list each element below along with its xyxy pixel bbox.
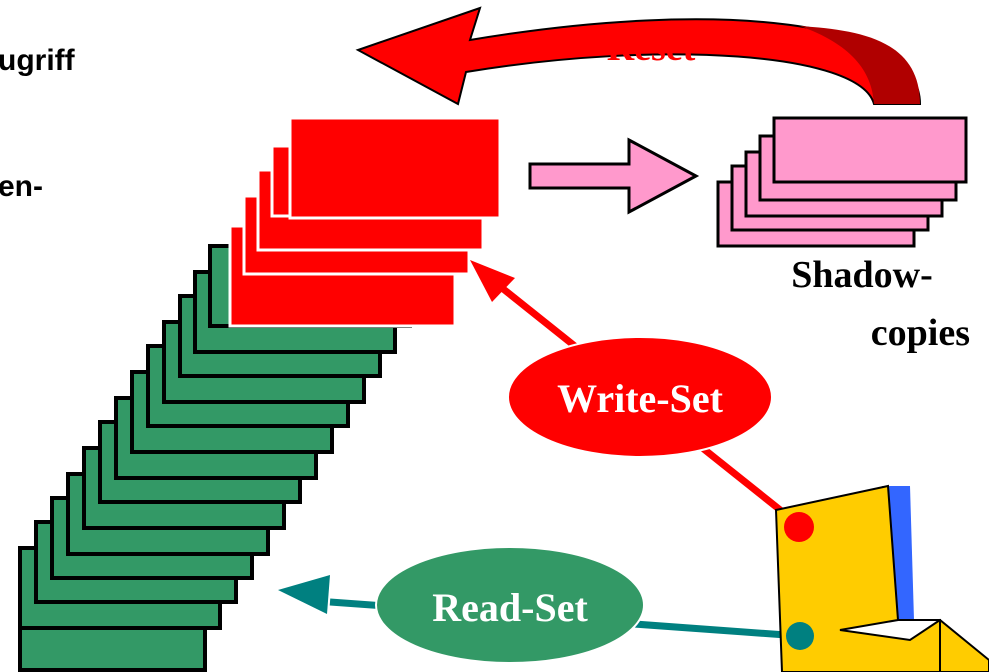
left-text-line2: en- — [0, 170, 43, 203]
read-set-ellipse — [375, 546, 645, 664]
reset-arrow — [355, 6, 922, 106]
shadow-copies-stack — [716, 116, 968, 248]
write-port-dot — [784, 512, 814, 542]
red-page — [288, 116, 502, 220]
copy-arrow — [528, 137, 700, 215]
write-set-arrowhead — [470, 260, 515, 302]
write-set-label: Write-Set — [557, 376, 724, 421]
shadow-label-line2: copies — [871, 312, 970, 354]
read-set-label: Read-Set — [432, 585, 588, 630]
reset-label: Reset — [607, 27, 696, 69]
read-set-arrowhead — [278, 575, 330, 614]
write-set-ellipse — [507, 336, 773, 458]
shadow-copy-page — [772, 116, 968, 184]
page-stack — [18, 116, 502, 672]
transaction-device — [774, 484, 989, 672]
left-text-line1: ugriff — [0, 44, 75, 77]
read-port-dot — [786, 622, 814, 650]
shadow-label-line1: Shadow- — [791, 254, 933, 296]
